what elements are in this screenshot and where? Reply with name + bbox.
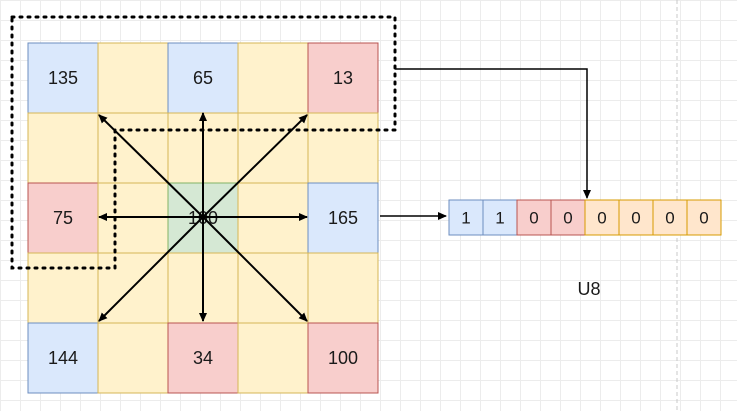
bit-value: 0 xyxy=(699,209,708,228)
bit-value: 0 xyxy=(529,209,538,228)
grid-cell xyxy=(307,112,379,184)
grid-cell-value: 75 xyxy=(53,208,73,228)
grid-cell-box xyxy=(237,322,309,394)
arrow-to-top-left xyxy=(98,114,204,218)
grid-cell-box xyxy=(307,322,379,394)
grid-cell-box xyxy=(27,112,99,184)
grid-cell: 165 xyxy=(307,182,379,254)
arrow-to-bottom-right xyxy=(202,216,308,322)
bit-cell: 0 xyxy=(584,199,620,236)
grid-cell-value: 135 xyxy=(48,68,78,88)
bit-cell: 1 xyxy=(482,199,518,236)
arrow-to-top-right xyxy=(202,114,308,218)
grid-cell xyxy=(27,252,99,324)
bit-value: 0 xyxy=(563,209,572,228)
grid-cell-value: 65 xyxy=(193,68,213,88)
grid-cell: 34 xyxy=(167,322,239,394)
bit-cell-box xyxy=(448,199,484,236)
grid-cell-box xyxy=(27,252,99,324)
grid-cell-box xyxy=(97,42,169,114)
grid-cell-box xyxy=(307,252,379,324)
grid-cell xyxy=(97,322,169,394)
bit-value: 1 xyxy=(495,209,504,228)
bit-vector: 1 1 0 0 0 0 0 0 xyxy=(448,199,722,236)
grid-cell-box xyxy=(97,322,169,394)
grid-cell-value: 165 xyxy=(328,208,358,228)
bit-cell: 0 xyxy=(516,199,552,236)
bit-cell-box xyxy=(618,199,654,236)
grid-cell-value: 100 xyxy=(328,348,358,368)
grid-cell: 75 xyxy=(27,182,99,254)
bit-cell: 0 xyxy=(550,199,586,236)
bit-value: 0 xyxy=(631,209,640,228)
grid-cell-box xyxy=(307,182,379,254)
grid-cell: 144 xyxy=(27,322,99,394)
bit-cell-box xyxy=(550,199,586,236)
bit-cell: 0 xyxy=(618,199,654,236)
neighbour-arrows xyxy=(98,112,308,322)
bit-value: 0 xyxy=(597,209,606,228)
window-to-bit-arrow xyxy=(395,68,591,199)
grid-cell xyxy=(307,252,379,324)
grid-cell xyxy=(97,42,169,114)
type-label: U8 xyxy=(577,279,600,299)
bit-cell: 0 xyxy=(686,199,722,236)
grid-cell: 100 xyxy=(307,322,379,394)
bit-cell: 1 xyxy=(448,199,484,236)
grid-cell: 135 xyxy=(27,42,99,114)
arrow-to-bottom-left xyxy=(98,216,204,322)
bit-cell-box xyxy=(584,199,620,236)
bit-cell-box xyxy=(686,199,722,236)
grid-cell xyxy=(237,42,309,114)
grid-cell: 65 xyxy=(167,42,239,114)
grid-cell-value: 144 xyxy=(48,348,78,368)
bit-value: 1 xyxy=(461,209,470,228)
bit-value: 0 xyxy=(665,209,674,228)
grid-cell-box xyxy=(307,42,379,114)
grid-cell-box xyxy=(27,182,99,254)
grid-cell xyxy=(237,322,309,394)
grid-cell-box xyxy=(307,112,379,184)
grid-cell xyxy=(27,112,99,184)
grid-cell-box xyxy=(167,42,239,114)
grid-cell-box xyxy=(237,42,309,114)
bit-cell: 0 xyxy=(652,199,688,236)
grid-cell: 13 xyxy=(307,42,379,114)
grid-cell-value: 13 xyxy=(333,68,353,88)
bit-cell-box xyxy=(516,199,552,236)
grid-cell-value: 34 xyxy=(193,348,213,368)
